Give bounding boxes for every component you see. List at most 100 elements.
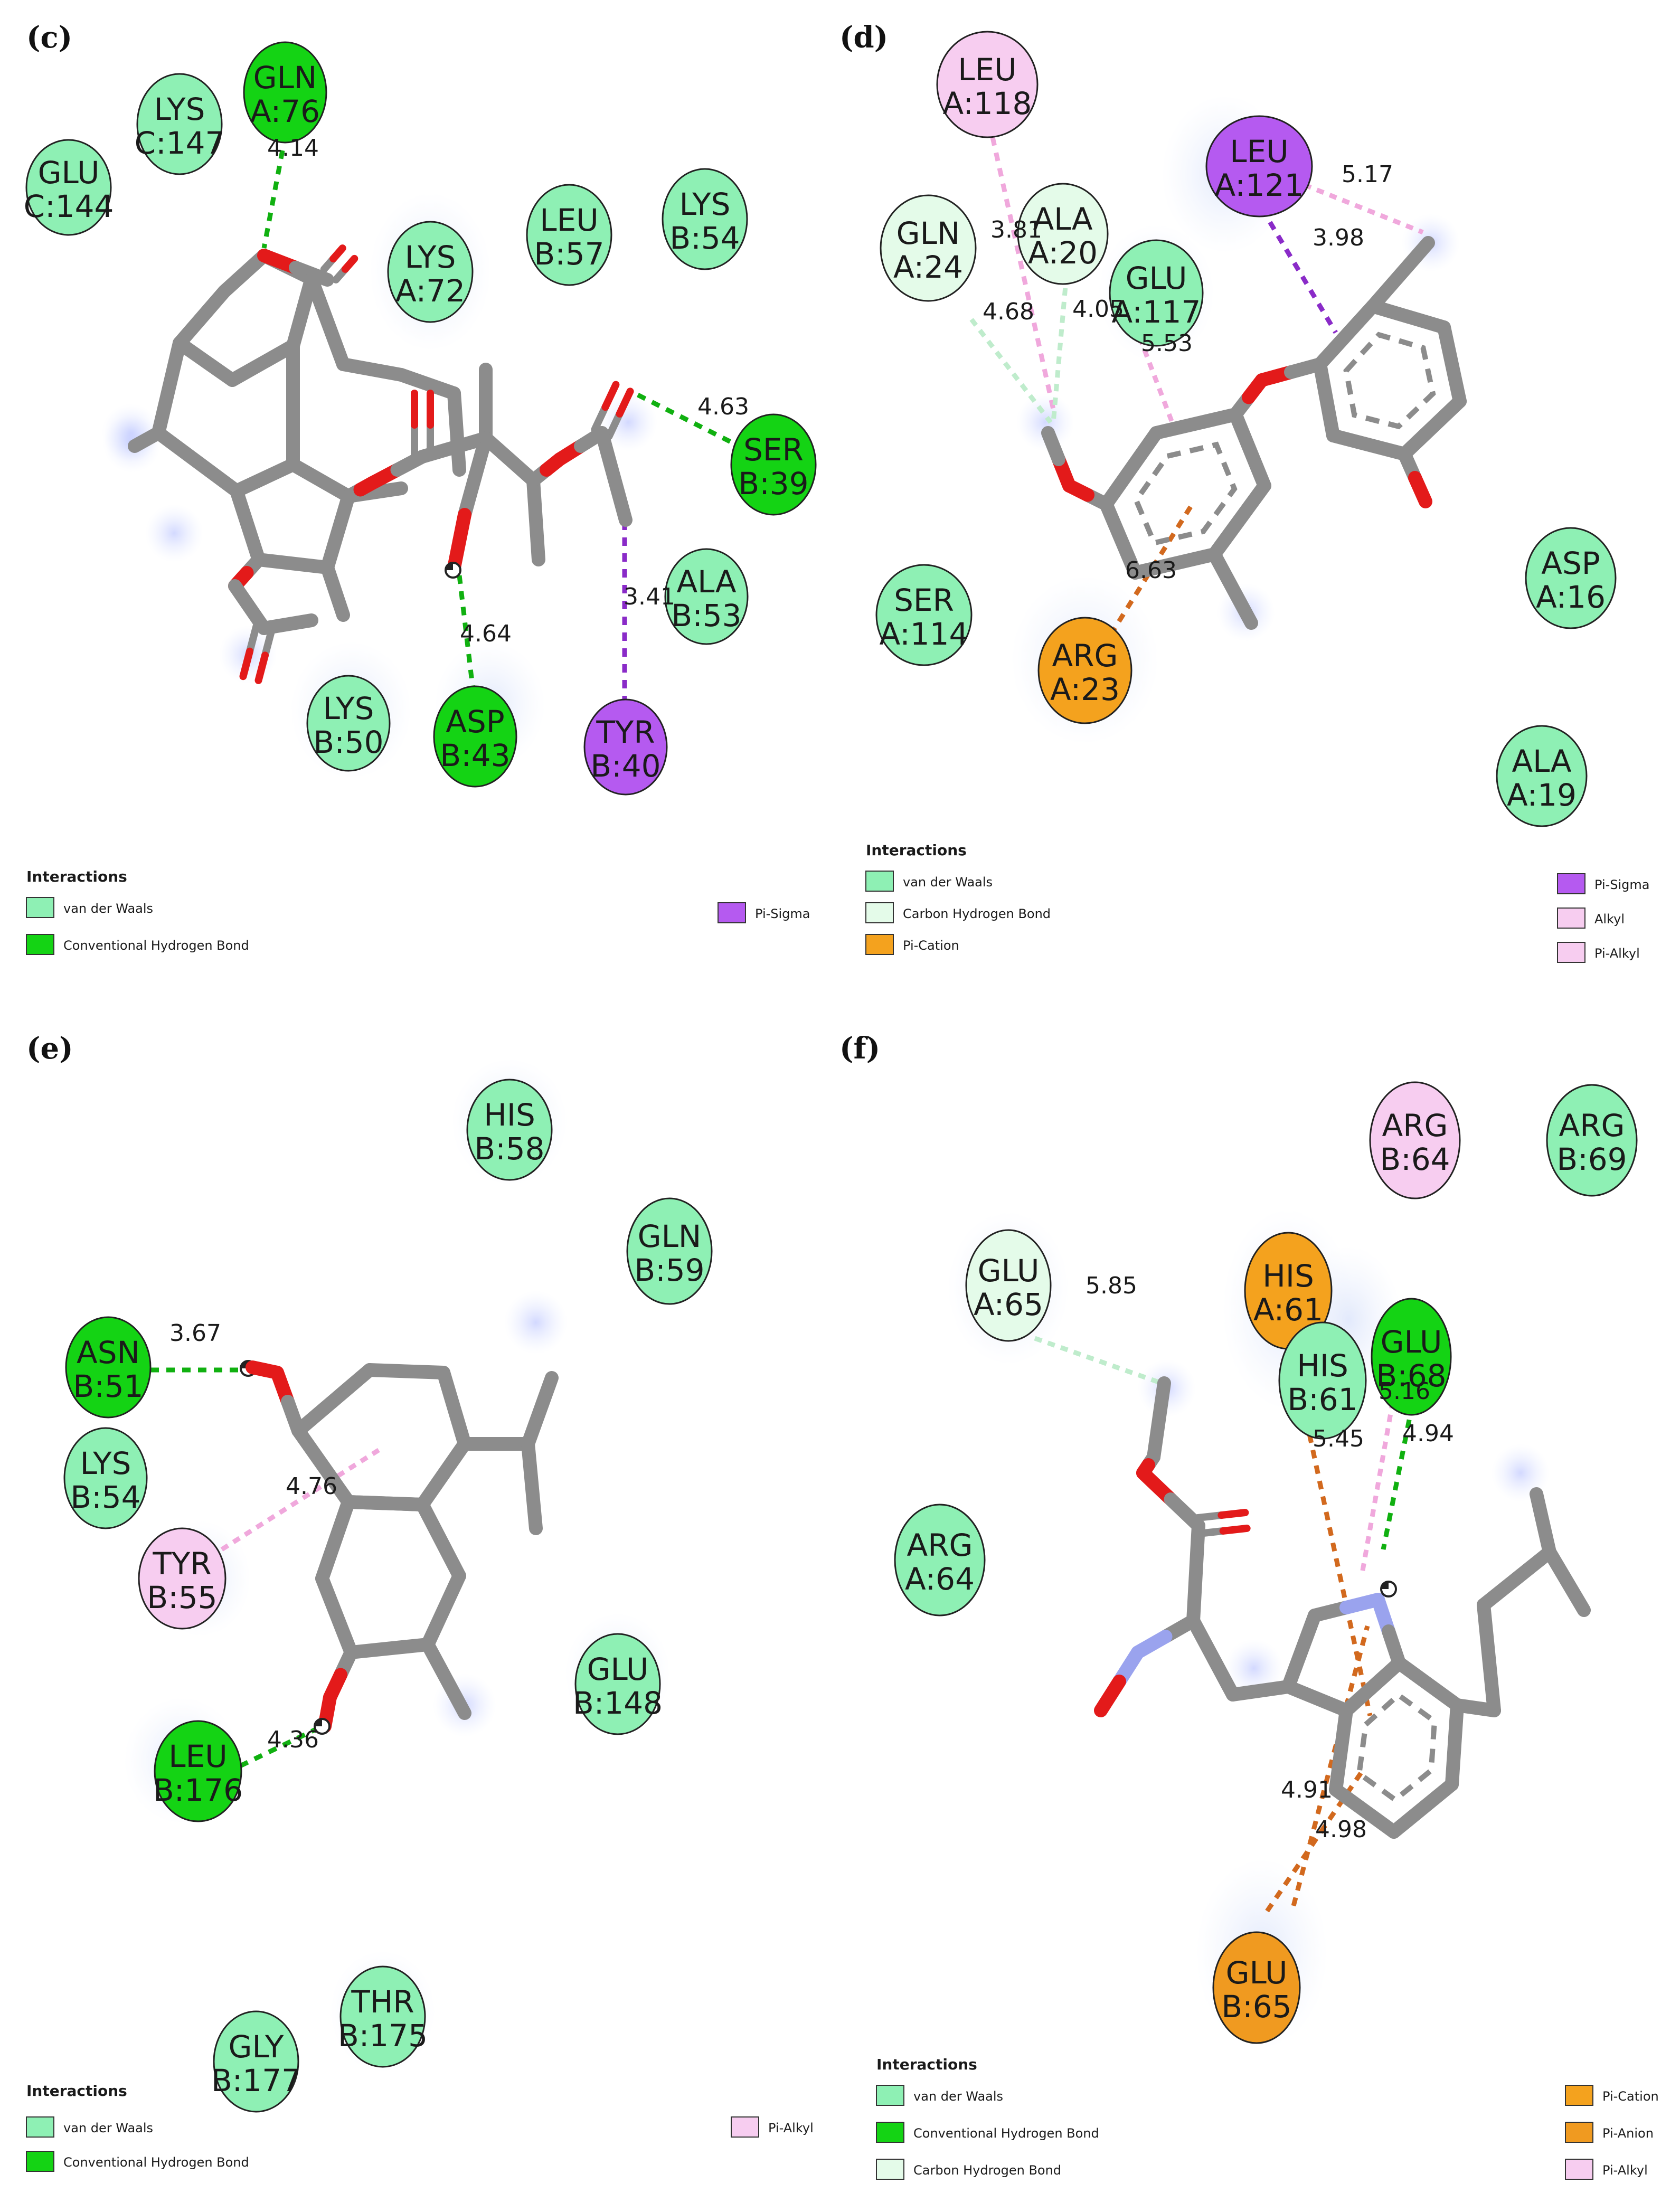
ligand-bond bbox=[1281, 1680, 1353, 1717]
ligand-bond bbox=[1149, 408, 1242, 440]
residue-name: TYR bbox=[152, 1546, 211, 1582]
residue-name: LEU bbox=[958, 52, 1016, 88]
residue-id: A:23 bbox=[1050, 672, 1120, 707]
ligand-bond bbox=[394, 368, 461, 400]
residue-id: A:121 bbox=[1215, 167, 1304, 203]
legend-entry: Pi-Sigma bbox=[755, 906, 810, 921]
ligand-bond bbox=[1041, 426, 1065, 466]
distance-label: 4.68 bbox=[983, 298, 1034, 325]
residue-id: B:50 bbox=[313, 724, 383, 760]
ligand-bond bbox=[421, 1638, 471, 1720]
ligand-bond bbox=[1398, 394, 1467, 461]
residue-disc bbox=[664, 548, 749, 645]
ligand-bond bbox=[1313, 299, 1380, 371]
aromatic-ring-marker bbox=[1356, 1691, 1438, 1803]
ligand-bond bbox=[286, 458, 355, 503]
legend-entry: Pi-Alkyl bbox=[768, 2121, 814, 2135]
ligand-bond bbox=[521, 1371, 559, 1451]
distance-label: 4.63 bbox=[697, 393, 749, 420]
legend-swatch bbox=[865, 902, 894, 923]
distance-label: 4.76 bbox=[286, 1473, 337, 1500]
residue-id: B:53 bbox=[671, 598, 741, 634]
ligand-bond bbox=[1207, 479, 1271, 561]
residue-id: A:118 bbox=[943, 86, 1032, 121]
panel-label: (d) bbox=[839, 20, 888, 55]
ligand-bond bbox=[421, 1569, 466, 1651]
residue-name: GLN bbox=[253, 60, 317, 96]
distance-label: 3.41 bbox=[624, 583, 675, 610]
panel-label: (e) bbox=[26, 1031, 73, 1066]
residue-id: B:65 bbox=[1221, 1989, 1291, 2025]
ligand-bond bbox=[1128, 547, 1221, 580]
residue-disc bbox=[1212, 1931, 1301, 2044]
ligand-bond bbox=[416, 1437, 471, 1511]
legend-entry: Pi-Alkyl bbox=[1602, 2163, 1648, 2178]
residue-disc bbox=[138, 1527, 226, 1630]
legend-entry: Pi-Cation bbox=[1602, 2089, 1659, 2104]
residue-name: LYS bbox=[80, 1445, 131, 1481]
residue-disc bbox=[1205, 115, 1313, 218]
ligand-bond bbox=[1219, 1524, 1251, 1535]
legend-swatch bbox=[1565, 2122, 1593, 2143]
residue-name: ASP bbox=[446, 704, 504, 740]
residue-id: A:19 bbox=[1507, 777, 1577, 813]
legend-title: Interactions bbox=[876, 2056, 977, 2073]
residue-name: HIS bbox=[484, 1097, 535, 1133]
legend-swatch bbox=[731, 2116, 759, 2138]
distance-label: 4.98 bbox=[1315, 1816, 1367, 1843]
legend-swatch bbox=[865, 934, 894, 955]
legend-entry: Carbon Hydrogen Bond bbox=[913, 2163, 1061, 2178]
ligand-bond bbox=[320, 561, 350, 622]
residue-name: GLY bbox=[229, 2029, 285, 2065]
residue-id: B:177 bbox=[211, 2063, 301, 2098]
interaction-line bbox=[1265, 1770, 1364, 1913]
ligand-bond bbox=[1366, 236, 1435, 313]
ligand-bond bbox=[257, 613, 318, 635]
residue-name: GLU bbox=[1126, 260, 1187, 296]
ligand-bond bbox=[1477, 1598, 1501, 1717]
ligand-bond bbox=[363, 1363, 450, 1379]
residue-id: B:54 bbox=[669, 220, 740, 256]
residue-disc bbox=[339, 1965, 426, 2068]
hydrogen-atom-shade bbox=[446, 563, 453, 570]
distance-label: 4.91 bbox=[1281, 1776, 1333, 1803]
ligand-bond bbox=[416, 1498, 466, 1583]
ligand-bond bbox=[1281, 1609, 1322, 1694]
residue-disc bbox=[63, 1427, 148, 1529]
ligand-bond bbox=[521, 1437, 543, 1535]
legend-entry: Alkyl bbox=[1594, 912, 1625, 927]
residue-name: SER bbox=[894, 582, 954, 618]
residue-id: B:61 bbox=[1287, 1382, 1357, 1417]
residue-name: ASP bbox=[1541, 545, 1600, 581]
legend-entry: van der Waals bbox=[63, 901, 153, 916]
distance-label: 4.14 bbox=[267, 135, 319, 162]
residue-name: GLN bbox=[638, 1218, 702, 1254]
ligand-bond bbox=[1313, 357, 1340, 442]
residue-disc bbox=[894, 1504, 986, 1617]
residue-id: B:40 bbox=[590, 748, 660, 784]
hydrogen-atom-shade bbox=[315, 1719, 322, 1726]
solvent-accessibility-halo bbox=[599, 393, 657, 451]
panel-label: (c) bbox=[26, 20, 72, 55]
ligand-bond bbox=[1445, 1698, 1464, 1791]
ligand-bond bbox=[252, 553, 334, 574]
residue-disc bbox=[1037, 617, 1132, 724]
interaction-line bbox=[220, 1447, 382, 1552]
residue-id: A:72 bbox=[395, 273, 465, 309]
distance-label: 5.16 bbox=[1379, 1378, 1430, 1405]
residue-id: A:117 bbox=[1112, 294, 1201, 330]
residue-name: LEU bbox=[540, 202, 598, 238]
residue-id: B:69 bbox=[1556, 1141, 1627, 1177]
